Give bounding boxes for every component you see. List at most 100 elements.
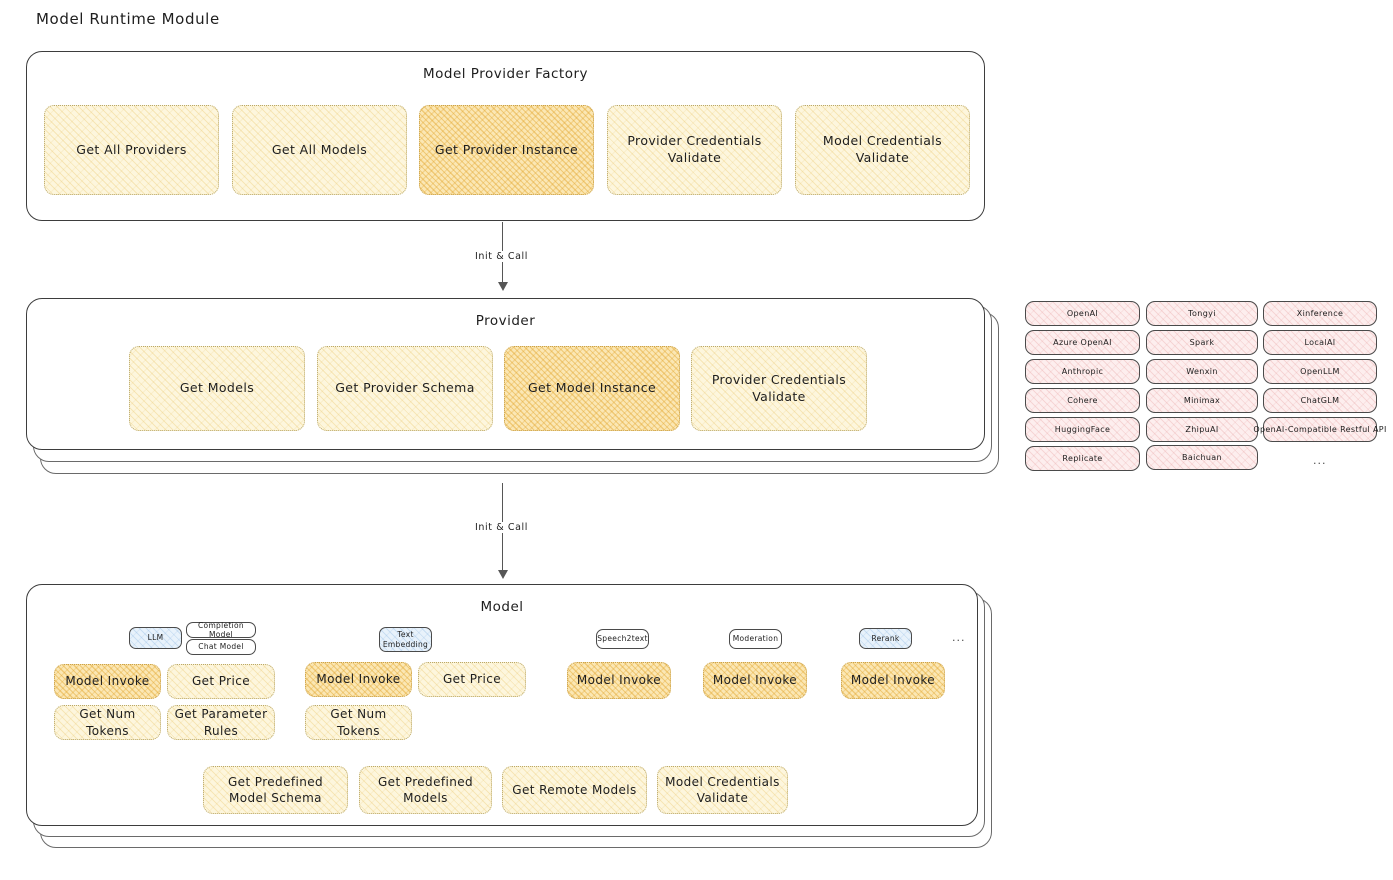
- provider-pill[interactable]: ZhipuAI: [1146, 417, 1258, 442]
- model-type-badge-label: Speech2text: [597, 634, 648, 644]
- provider-pill[interactable]: ChatGLM: [1263, 388, 1377, 413]
- provider-pill[interactable]: HuggingFace: [1025, 417, 1140, 442]
- provider-pill-label: Anthropic: [1061, 367, 1104, 376]
- provider-item-label: Get Model Instance: [527, 380, 657, 396]
- factory-title: Model Provider Factory: [422, 66, 588, 82]
- model-method-label: Model Invoke: [712, 673, 798, 688]
- factory-item-label: Get All Providers: [76, 141, 187, 157]
- provider-pill[interactable]: Baichuan: [1146, 445, 1258, 470]
- model-method-text-embedding-model-invoke[interactable]: Model Invoke: [305, 662, 412, 697]
- model-method-moderation-model-invoke[interactable]: Model Invoke: [703, 662, 807, 699]
- model-common-method-label: Get Predefined Model Schema: [227, 774, 324, 805]
- arrow-factory-to-provider-head: [498, 282, 508, 291]
- provider-item-label: Get Provider Schema: [335, 380, 475, 396]
- model-method-label: Get Parameter Rules: [174, 707, 268, 738]
- model-method-label: Get Num Tokens: [330, 707, 387, 738]
- arrow-factory-to-provider-label: Init & Call: [471, 251, 532, 262]
- model-common-method-get-remote-models[interactable]: Get Remote Models: [502, 766, 647, 814]
- model-method-label: Model Invoke: [576, 673, 662, 688]
- model-method-label: Model Invoke: [316, 672, 401, 687]
- provider-item-provider-credentials-validate[interactable]: Provider Credentials Validate: [691, 346, 867, 431]
- provider-pill[interactable]: Minimax: [1146, 388, 1258, 413]
- model-title: Model: [480, 599, 524, 615]
- model-method-text-embedding-get-price[interactable]: Get Price: [418, 662, 526, 697]
- provider-pill-label: OpenLLM: [1300, 367, 1340, 376]
- model-type-badge-label: Rerank: [871, 633, 900, 643]
- model-method-llm-get-num-tokens[interactable]: Get Num Tokens: [54, 705, 161, 740]
- model-method-llm-get-parameter-rules[interactable]: Get Parameter Rules: [167, 705, 275, 740]
- provider-pill-label: Baichuan: [1182, 453, 1222, 462]
- model-subtype-badge-completion-model[interactable]: Completion Model: [186, 620, 256, 639]
- factory-item-label: Model Credentials Validate: [822, 133, 943, 165]
- factory-item-get-all-providers[interactable]: Get All Providers: [44, 105, 219, 195]
- model-type-badge-rerank[interactable]: Rerank: [859, 628, 912, 649]
- provider-pill-label: Wenxin: [1186, 367, 1218, 376]
- provider-pill[interactable]: LocalAI: [1263, 330, 1377, 355]
- model-common-method-label: Get Predefined Models: [377, 774, 474, 805]
- arrow-provider-to-model-label: Init & Call: [471, 522, 532, 533]
- model-type-badge-label: LLM: [147, 633, 164, 643]
- provider-pill-label: ZhipuAI: [1185, 425, 1219, 434]
- provider-pill[interactable]: OpenAI-Compatible Restful API: [1253, 417, 1386, 442]
- provider-pill-label: Azure OpenAI: [1053, 338, 1112, 347]
- provider-pill-label: OpenAI: [1066, 309, 1099, 318]
- provider-pill[interactable]: Anthropic: [1025, 359, 1140, 384]
- model-type-badge-label: Moderation: [732, 634, 779, 644]
- factory-item-model-credentials-validate[interactable]: Model Credentials Validate: [795, 105, 970, 195]
- model-subtype-badge-chat-model[interactable]: Chat Model: [186, 639, 256, 655]
- provider-list-more: ...: [1313, 454, 1327, 467]
- factory-item-label: Get All Models: [271, 141, 368, 157]
- model-method-label: Model Invoke: [850, 673, 936, 688]
- provider-pill-label: LocalAI: [1304, 338, 1336, 347]
- provider-pill-label: OpenAI-Compatible Restful API: [1253, 425, 1387, 434]
- model-method-label: Get Price: [442, 672, 502, 687]
- model-method-rerank-model-invoke[interactable]: Model Invoke: [841, 662, 945, 699]
- provider-pill-label: Xinference: [1296, 309, 1344, 318]
- model-method-speech2text-model-invoke[interactable]: Model Invoke: [567, 662, 671, 699]
- provider-pill-label: Spark: [1189, 338, 1215, 347]
- model-common-method-label: Model Credentials Validate: [665, 774, 780, 805]
- provider-item-get-provider-schema[interactable]: Get Provider Schema: [317, 346, 493, 431]
- provider-pill[interactable]: Spark: [1146, 330, 1258, 355]
- provider-pill[interactable]: OpenLLM: [1263, 359, 1377, 384]
- provider-pill-label: Cohere: [1067, 396, 1098, 405]
- model-type-badge-moderation[interactable]: Moderation: [729, 629, 782, 649]
- factory-item-get-all-models[interactable]: Get All Models: [232, 105, 407, 195]
- provider-pill[interactable]: Tongyi: [1146, 301, 1258, 326]
- provider-pill-label: ChatGLM: [1300, 396, 1340, 405]
- factory-item-provider-credentials-validate[interactable]: Provider Credentials Validate: [607, 105, 782, 195]
- model-method-llm-model-invoke[interactable]: Model Invoke: [54, 664, 161, 699]
- provider-title: Provider: [475, 313, 536, 329]
- model-common-method-get-predefined-models[interactable]: Get Predefined Models: [359, 766, 492, 814]
- provider-pill-label: HuggingFace: [1054, 425, 1111, 434]
- model-type-badge-text-embedding[interactable]: Text Embedding: [379, 627, 432, 652]
- provider-pill[interactable]: Xinference: [1263, 301, 1377, 326]
- factory-item-get-provider-instance[interactable]: Get Provider Instance: [419, 105, 594, 195]
- model-subtype-badge-label: Chat Model: [198, 642, 244, 652]
- model-common-method-model-credentials-validate[interactable]: Model Credentials Validate: [657, 766, 788, 814]
- model-subtype-badge-label: Completion Model: [198, 620, 244, 639]
- page-title: Model Runtime Module: [36, 10, 220, 28]
- model-method-label: Model Invoke: [65, 674, 150, 689]
- model-type-badge-speech2text[interactable]: Speech2text: [596, 629, 649, 649]
- model-method-label: Get Price: [191, 674, 251, 689]
- model-common-method-get-predefined-model-schema[interactable]: Get Predefined Model Schema: [203, 766, 348, 814]
- model-type-badge-label: Text Embedding: [382, 630, 429, 649]
- model-types-more: ...: [952, 631, 966, 644]
- provider-pill[interactable]: Azure OpenAI: [1025, 330, 1140, 355]
- factory-item-label: Get Provider Instance: [434, 141, 579, 157]
- provider-pill-label: Replicate: [1062, 454, 1103, 463]
- model-method-llm-get-price[interactable]: Get Price: [167, 664, 275, 699]
- provider-pill-label: Tongyi: [1188, 309, 1216, 318]
- arrow-provider-to-model-head: [498, 570, 508, 579]
- model-method-label: Get Num Tokens: [79, 707, 136, 738]
- model-type-badge-llm[interactable]: LLM: [129, 627, 182, 649]
- provider-pill[interactable]: Wenxin: [1146, 359, 1258, 384]
- provider-item-get-models[interactable]: Get Models: [129, 346, 305, 431]
- provider-item-get-model-instance[interactable]: Get Model Instance: [504, 346, 680, 431]
- provider-pill[interactable]: OpenAI: [1025, 301, 1140, 326]
- model-method-text-embedding-get-num-tokens[interactable]: Get Num Tokens: [305, 705, 412, 740]
- provider-pill[interactable]: Replicate: [1025, 446, 1140, 471]
- provider-pill[interactable]: Cohere: [1025, 388, 1140, 413]
